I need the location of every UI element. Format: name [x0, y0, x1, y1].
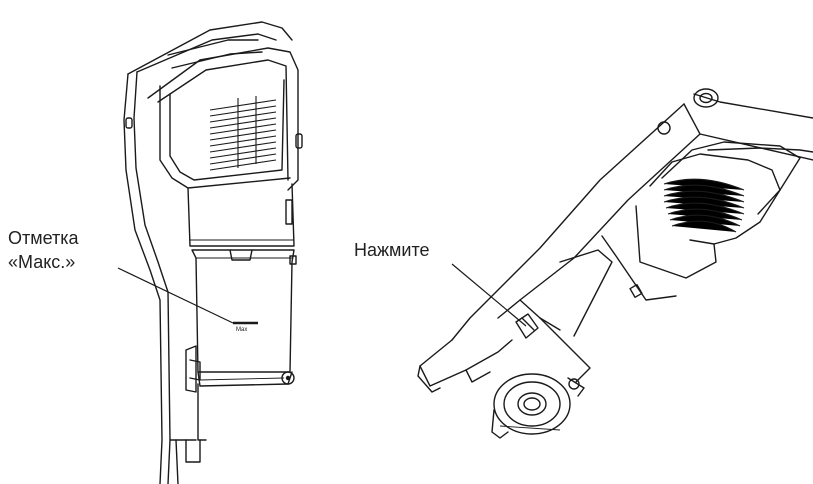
max-mark-label-line2: «Макс.» — [8, 252, 76, 272]
air-vent-grill — [209, 96, 277, 171]
press-leader-line — [451, 263, 527, 327]
max-mark-leader-line — [117, 267, 234, 324]
dust-container — [185, 249, 297, 393]
vacuum-upright-illustration — [123, 21, 303, 484]
press-label: Нажмите — [354, 240, 430, 260]
air-vent-grill-tilted — [663, 178, 745, 233]
open-bin-lid — [491, 317, 591, 439]
vacuum-tilted-illustration — [417, 88, 813, 439]
max-mark-text: Max — [236, 327, 247, 333]
max-mark-label-line1: Отметка — [8, 228, 79, 248]
